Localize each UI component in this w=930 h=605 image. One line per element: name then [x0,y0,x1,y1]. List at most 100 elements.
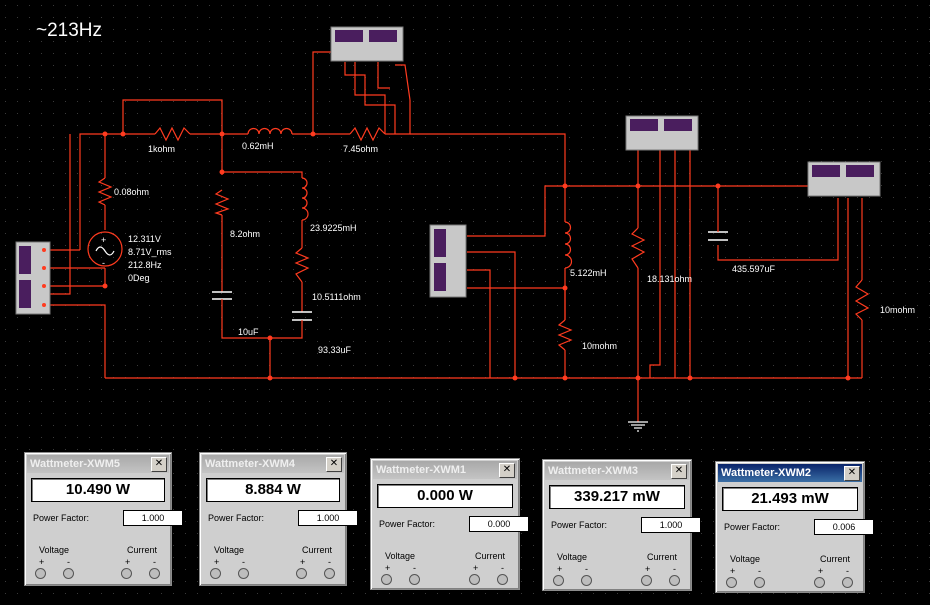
label-r4: 10.5111ohm [312,292,361,302]
power-factor-value: 1.000 [641,517,701,533]
window-titlebar[interactable]: Wattmeter-XWM2 ✕ [718,464,862,482]
current-plus-terminal[interactable] [121,568,132,579]
inductor-symbols[interactable] [247,127,573,269]
window-title: Wattmeter-XWM5 [30,458,121,470]
label-r1: 1kohm [148,144,175,154]
label-r5: 10mohm [582,341,617,351]
label-r6: 18.131ohm [647,274,692,284]
svg-text:+: + [101,235,106,245]
wattmeter-symbol-xwm5[interactable] [15,241,51,315]
wattmeter-symbol-xwm3[interactable] [625,115,699,151]
voltage-plus-terminal[interactable] [381,574,392,585]
power-factor-label: Power Factor: [551,520,608,530]
current-plus-sign: + [125,557,131,567]
current-plus-terminal[interactable] [296,568,307,579]
voltage-minus-terminal[interactable] [409,574,420,585]
svg-text:-: - [102,258,105,268]
power-factor-label: Power Factor: [33,513,90,523]
voltage-plus-sign: + [385,563,391,573]
resistor-10mohm-a [557,319,573,351]
frequency-label: ~213Hz [36,20,103,41]
wattmeter-window[interactable]: Wattmeter-XWM2 ✕ 21.493 mW Power Factor:… [715,461,874,593]
close-icon[interactable]: ✕ [151,457,167,472]
resistor-symbols[interactable] [97,126,870,351]
current-minus-terminal[interactable] [324,568,335,579]
current-label: Current [127,545,158,555]
voltage-plus-terminal[interactable] [553,575,564,586]
resistor-7-45 [349,126,386,142]
window-titlebar[interactable]: Wattmeter-XWM1 ✕ [373,461,517,479]
label-c3: 435.597uF [732,264,776,274]
wattmeter-window[interactable]: Wattmeter-XWM4 ✕ 8.884 W Power Factor: 1… [199,452,358,586]
close-icon[interactable]: ✕ [671,464,687,479]
current-plus-terminal[interactable] [641,575,652,586]
ground-symbol [628,421,648,432]
voltage-minus-terminal[interactable] [63,568,74,579]
current-label: Current [647,552,678,562]
power-factor-value: 0.006 [814,519,874,535]
voltage-plus-sign: + [39,557,45,567]
label-c2: 93.33uF [318,345,352,355]
voltage-label: Voltage [39,545,70,555]
power-factor-label: Power Factor: [208,513,265,523]
current-minus-sign: - [501,563,504,573]
voltage-plus-terminal[interactable] [726,577,737,588]
close-icon[interactable]: ✕ [844,466,860,481]
voltage-minus-terminal[interactable] [581,575,592,586]
power-factor-value: 0.000 [469,516,529,532]
voltage-plus-terminal[interactable] [210,568,221,579]
wattmeter-window[interactable]: Wattmeter-XWM3 ✕ 339.217 mW Power Factor… [542,459,701,591]
label-r7: 10mohm [880,305,915,315]
close-icon[interactable]: ✕ [326,457,342,472]
voltage-minus-terminal[interactable] [754,577,765,588]
window-titlebar[interactable]: Wattmeter-XWM5 ✕ [27,455,169,473]
power-factor-label: Power Factor: [724,522,781,532]
window-titlebar[interactable]: Wattmeter-XWM4 ✕ [202,455,344,473]
inductor-23-9225mH [301,177,309,221]
resistor-10mohm-b [854,279,870,321]
wattmeter-window[interactable]: Wattmeter-XWM5 ✕ 10.490 W Power Factor: … [24,452,183,586]
voltage-minus-terminal[interactable] [238,568,249,579]
label-source-2: 212.8Hz [128,260,162,270]
power-reading: 8.884 W [206,478,340,502]
voltage-plus-sign: + [730,566,736,576]
voltage-plus-terminal[interactable] [35,568,46,579]
wattmeter-window[interactable]: Wattmeter-XWM1 ✕ 0.000 W Power Factor: 0… [370,458,529,590]
current-minus-terminal[interactable] [842,577,853,588]
current-minus-sign: - [328,557,331,567]
label-l2: 23.9225mH [310,223,357,233]
window-title: Wattmeter-XWM3 [548,465,639,477]
label-l1: 0.62mH [242,141,274,151]
close-icon[interactable]: ✕ [499,463,515,478]
current-minus-sign: - [153,557,156,567]
current-minus-terminal[interactable] [149,568,160,579]
current-plus-terminal[interactable] [814,577,825,588]
label-r2: 7.45ohm [343,144,378,154]
current-minus-terminal[interactable] [497,574,508,585]
wattmeter-symbol-xwm2[interactable] [807,161,881,197]
voltage-minus-sign: - [67,557,70,567]
voltage-minus-sign: - [758,566,761,576]
circuit-wires [50,51,863,422]
current-plus-terminal[interactable] [469,574,480,585]
inductor-0-62mH [247,127,293,135]
voltage-plus-sign: + [557,564,563,574]
wattmeter-symbol-xwm4[interactable] [330,26,404,62]
voltage-label: Voltage [385,551,416,561]
power-factor-value: 1.000 [123,510,183,526]
current-label: Current [302,545,333,555]
label-source-1: 8.71V_rms [128,247,172,257]
current-plus-sign: + [645,564,651,574]
voltage-label: Voltage [730,554,761,564]
inductor-5-122mH [564,221,573,269]
window-titlebar[interactable]: Wattmeter-XWM3 ✕ [545,462,689,480]
wattmeter-symbol-xwm1[interactable] [429,224,467,298]
component-labels: 1kohm 0.62mH 7.45ohm 0.08ohm 12.311V 8.7… [114,141,915,355]
ac-source-symbol[interactable]: + - [87,231,123,268]
label-l3: 5.122mH [570,268,607,278]
voltage-plus-sign: + [214,557,220,567]
current-minus-terminal[interactable] [669,575,680,586]
power-reading: 0.000 W [377,484,513,508]
resistor-1k [154,126,191,142]
window-title: Wattmeter-XWM2 [721,467,812,479]
